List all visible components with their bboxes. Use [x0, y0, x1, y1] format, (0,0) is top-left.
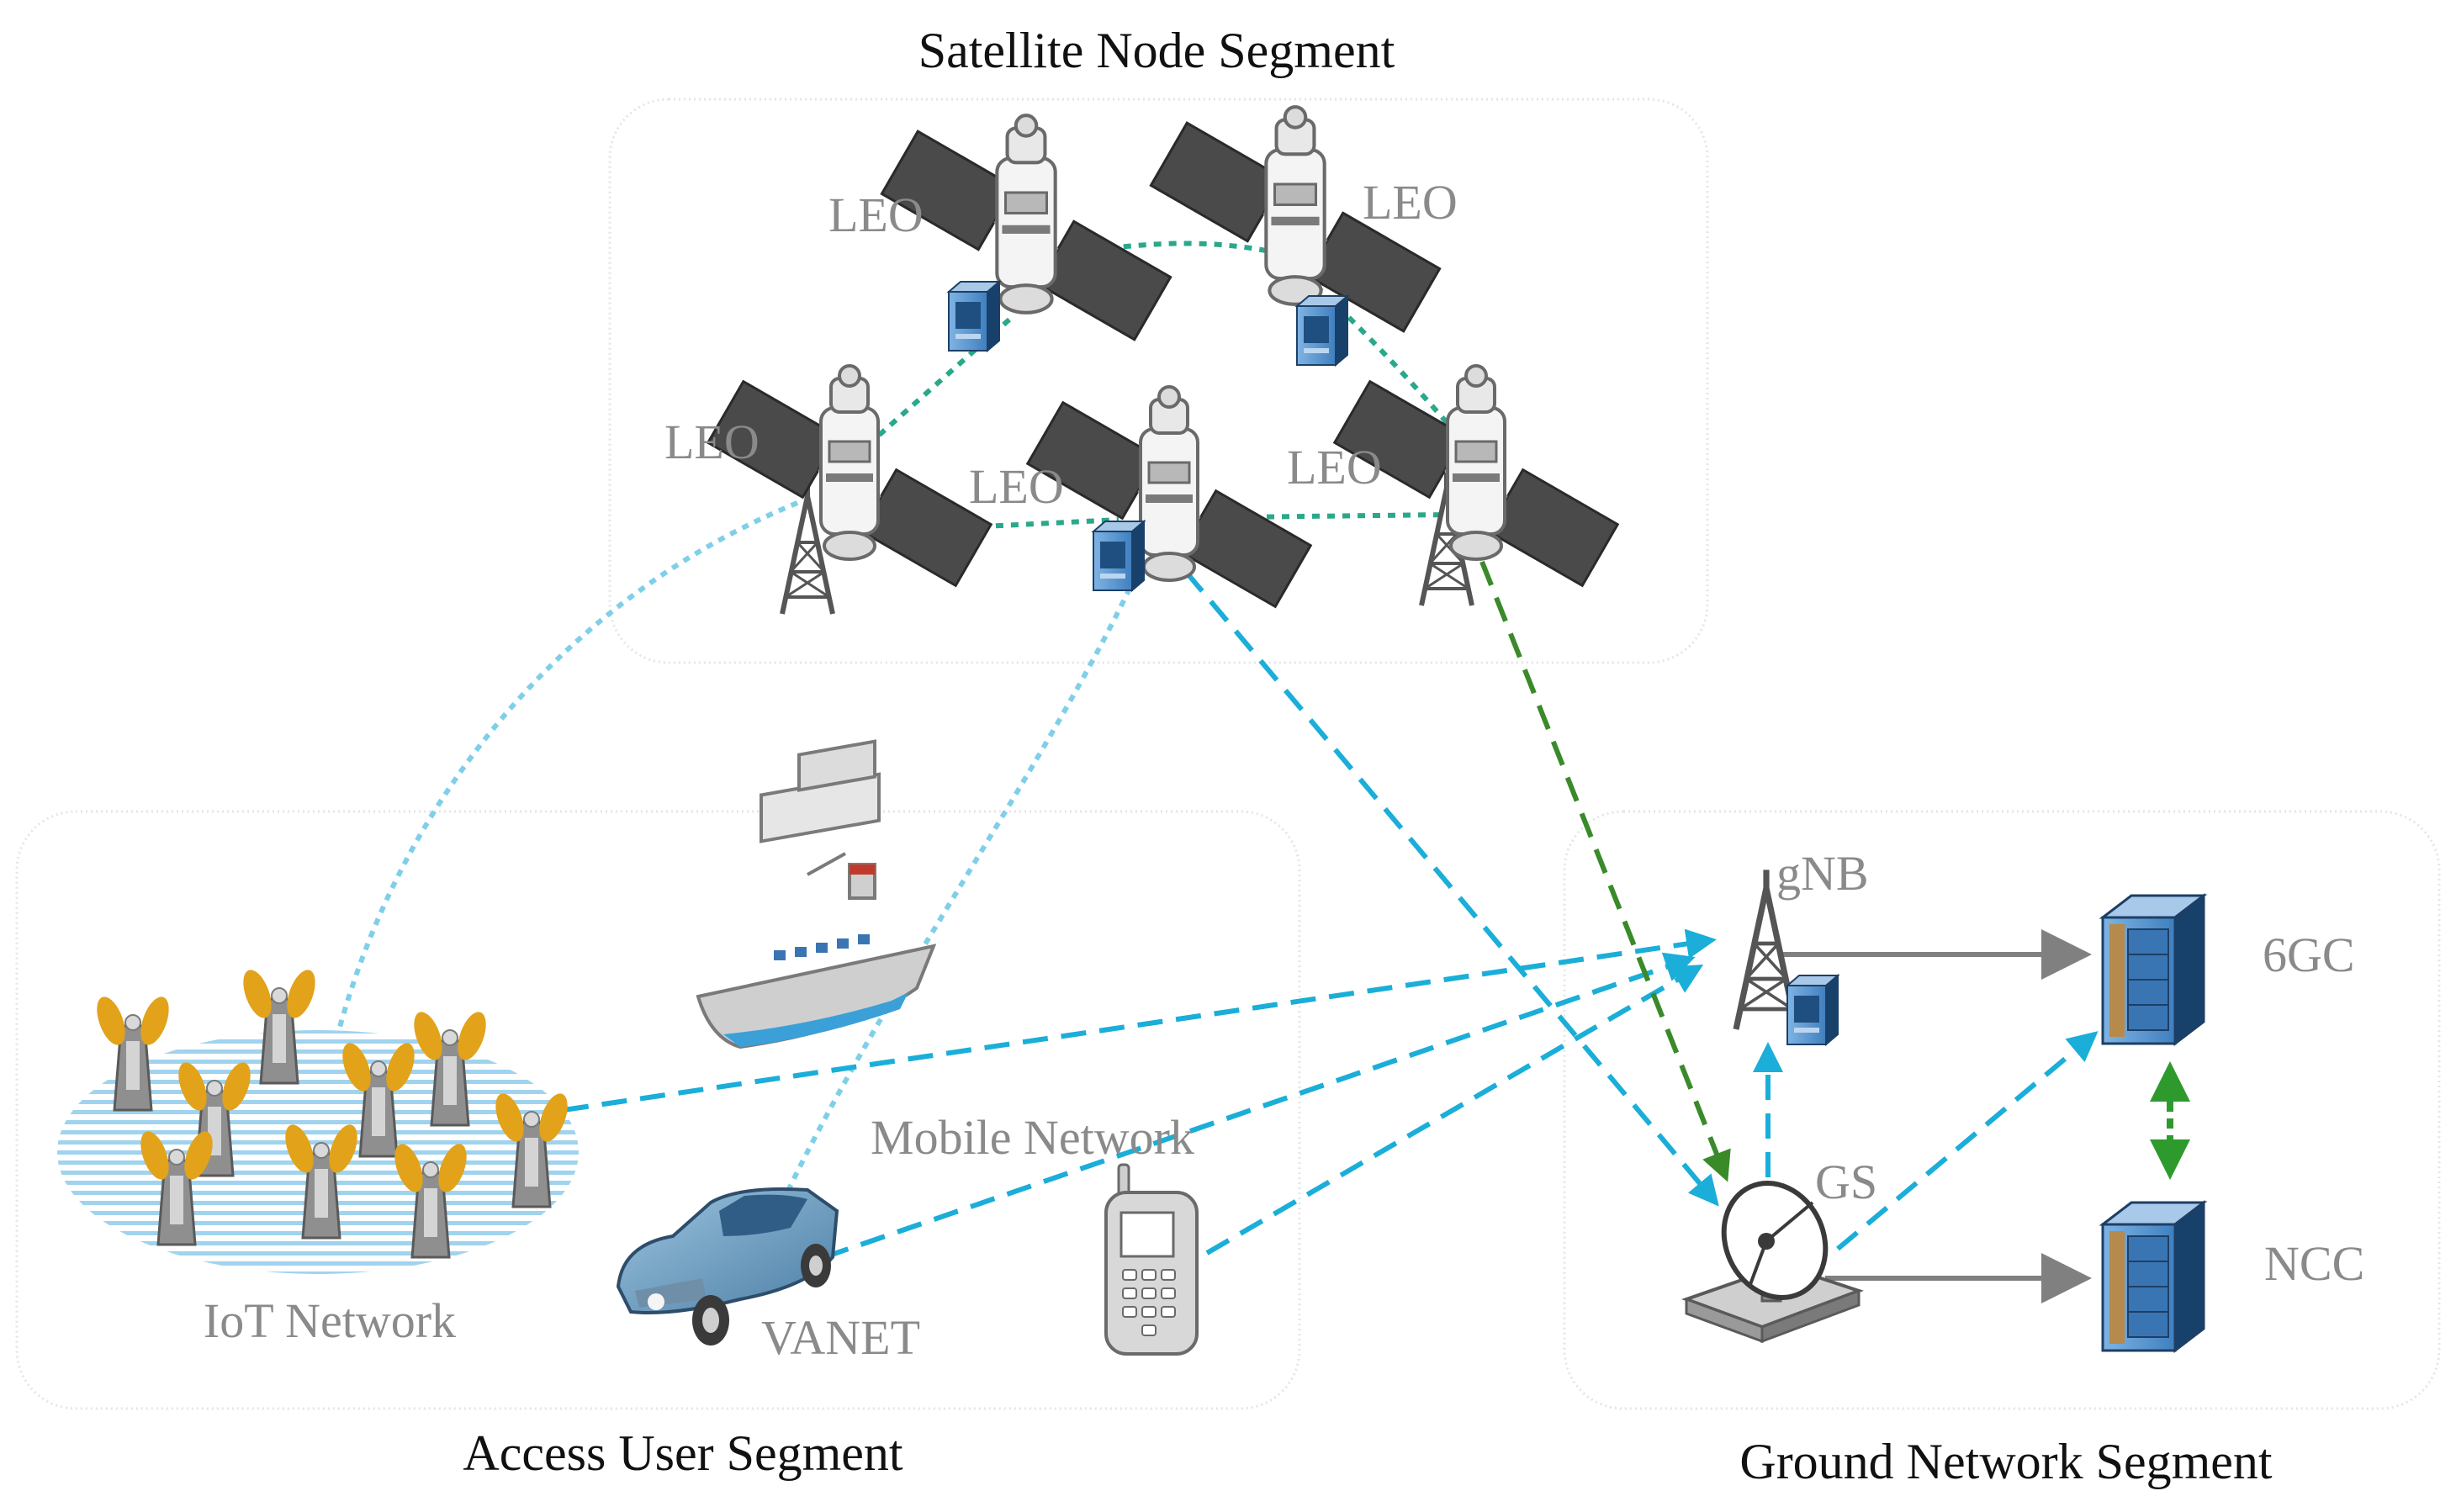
satellite-label: LEO [664, 415, 760, 469]
mobile-phone-icon [1104, 1163, 1199, 1356]
isl-link [1236, 512, 1448, 520]
vanet-label: VANET [761, 1310, 920, 1365]
inter-satellite-links [873, 241, 1462, 531]
mobile-network-label: Mobile Network [871, 1110, 1194, 1165]
car-icon [616, 1187, 839, 1345]
iot-to-leo-link [310, 500, 799, 1161]
access-segment-box [15, 810, 1301, 1410]
gs-node [1681, 1180, 1864, 1344]
satellite-label: LEO [1363, 175, 1458, 230]
ship-icon [696, 739, 937, 1049]
core-links [1783, 929, 2092, 1303]
satellite-segment-title: Satellite Node Segment [918, 23, 1395, 78]
satellite-server-icon [1296, 295, 1348, 366]
vanet-to-leo-link [784, 574, 1138, 1196]
ncc-server-icon [2101, 1201, 2205, 1352]
isl-link [1093, 241, 1275, 255]
satellite-label: LEO [1287, 440, 1382, 494]
iot-network-label: IoT Network [204, 1293, 456, 1348]
iot-network [57, 965, 579, 1274]
core-server-icon [2101, 894, 2205, 1045]
gs-to-core-link [1836, 1031, 2099, 1251]
satellite-2 [1151, 107, 1439, 366]
isl-link [950, 517, 1119, 531]
ncc-label: NCC [2264, 1236, 2364, 1291]
core-label: 6GC [2263, 928, 2355, 982]
gs-label: GS [1815, 1155, 1877, 1209]
ground-segment-box [1563, 810, 2441, 1410]
satellite-label: LEO [828, 188, 924, 242]
access-segment-title: Access User Segment [463, 1425, 903, 1481]
leo-to-gs-link [1183, 570, 1719, 1207]
gnb-server-icon [1786, 975, 1839, 1045]
feeder-link [1479, 560, 1731, 1182]
mobile-to-gnb-link [1205, 964, 1704, 1256]
access-satellite-links [310, 500, 1138, 1196]
vanet-to-gnb-link [823, 952, 1696, 1260]
access-terrestrial-links [563, 570, 2099, 1260]
satellite-4 [1025, 385, 1313, 609]
satellite-segment-box [608, 98, 1709, 664]
satellite-server-icon [1093, 521, 1145, 591]
satellite-3 [706, 364, 993, 614]
gnb-label: gNB [1776, 846, 1869, 901]
ground-segment-title: Ground Network Segment [1739, 1434, 2273, 1489]
satellite-server-icon [948, 281, 1000, 352]
satellite-label: LEO [969, 459, 1064, 514]
satellite-1 [881, 115, 1170, 352]
